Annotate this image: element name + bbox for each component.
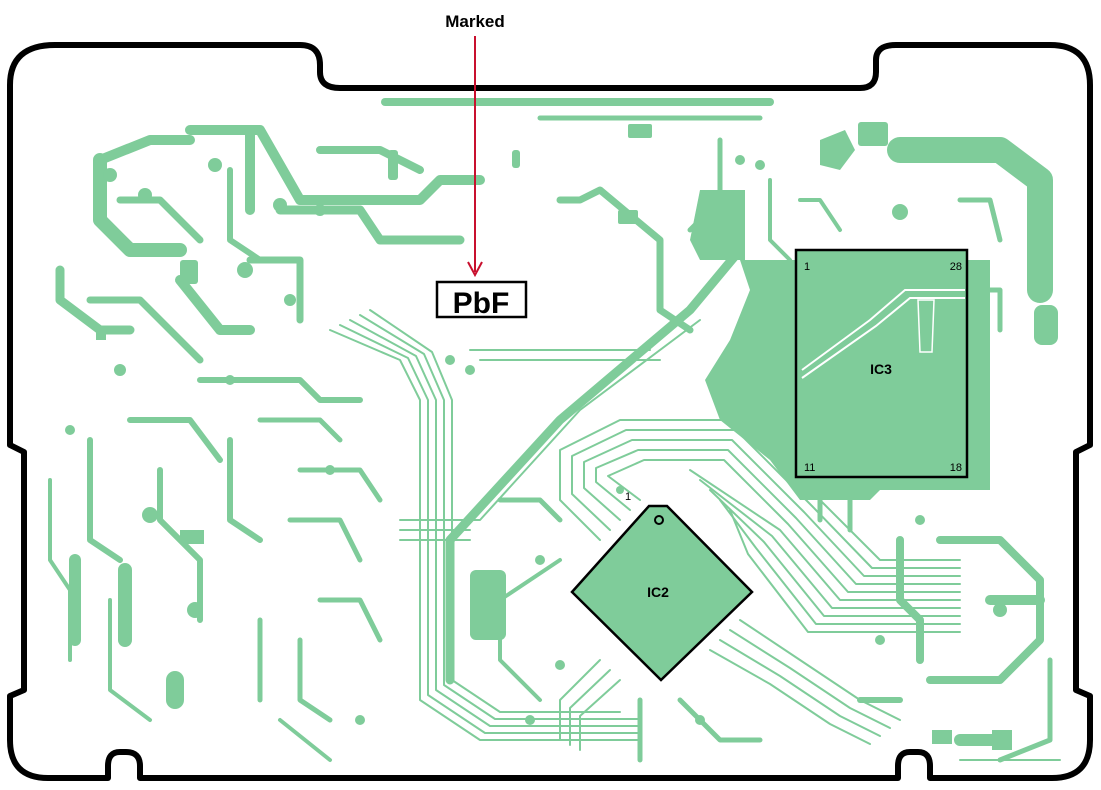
vias [65, 155, 1007, 725]
ic3-body [794, 248, 969, 479]
ic3-label: IC3 [870, 361, 892, 377]
ic2-pin-1-label: 1 [625, 491, 631, 503]
pbf-text: PbF [453, 287, 510, 320]
ic2-body [570, 504, 754, 682]
ic2-pin1-marker [654, 515, 664, 525]
marked-label: Marked [445, 12, 505, 31]
ic2-label: IC2 [647, 584, 669, 600]
ic3-internal-trace [801, 289, 965, 371]
ic3-pin-28-label: 28 [950, 261, 962, 273]
pbf-box [435, 280, 528, 319]
ic3-pin-11-label: 11 [804, 462, 815, 474]
ic3-chip: IC3 1 28 11 18 [794, 248, 969, 479]
ic3-pin-1-label: 1 [804, 261, 810, 273]
callout-arrow-head [467, 261, 483, 278]
ic2-chip: IC2 1 [570, 491, 754, 682]
copper-traces [48, 98, 1061, 763]
pbf-mark: PbF [435, 280, 528, 320]
board-outline [7, 42, 1093, 781]
marked-callout: Marked [445, 12, 505, 278]
ic3-pin-18-label: 18 [950, 462, 962, 474]
